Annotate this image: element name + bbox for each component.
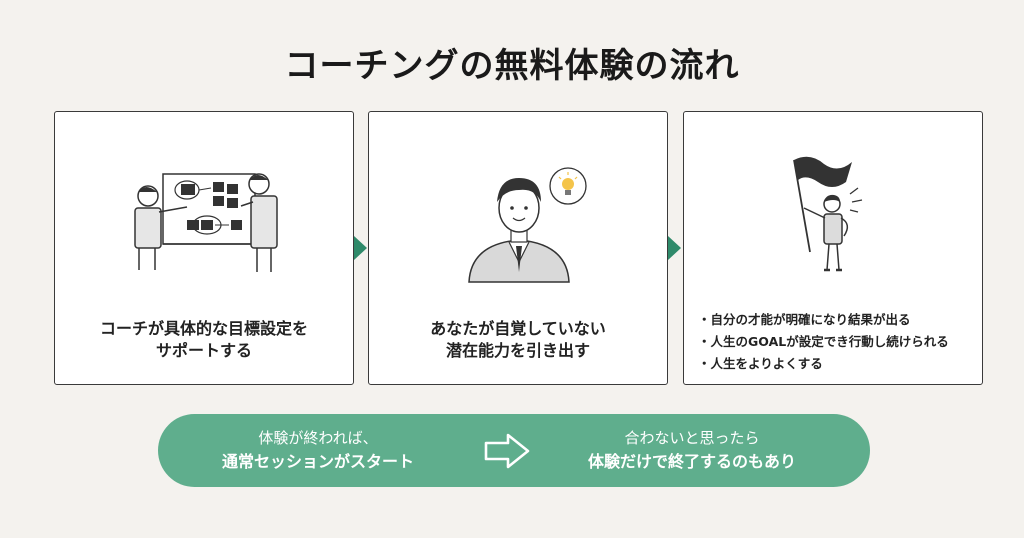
step-description-line: あなたが自覚していない — [430, 319, 606, 338]
step-arrow-icon — [668, 236, 681, 260]
step-description-line: コーチが具体的な目標設定を — [99, 319, 308, 338]
result-bullet-list: 自分の才能が明確になり結果が出る 人生のGOALが設定でき行動し続けられる 人生… — [698, 309, 949, 375]
banner-right-text: 合わないと思ったら 体験だけで終了するのもあり — [542, 427, 842, 473]
list-item: 人生をよりよくする — [698, 353, 949, 375]
banner-left-line1: 体験が終われば、 — [258, 429, 378, 447]
banner-right-line1: 合わないと思ったら — [624, 429, 760, 447]
list-item: 人生のGOALが設定でき行動し続けられる — [698, 331, 949, 353]
step-description: あなたが自覚していない 潜在能力を引き出す — [369, 318, 667, 362]
flag-person-illustration — [793, 156, 863, 272]
banner-left-line2: 通常セッションがスタート — [221, 452, 414, 471]
step-description-line: サポートする — [155, 341, 252, 360]
step-description: コーチが具体的な目標設定を サポートする — [55, 318, 353, 362]
step-arrow-icon — [354, 236, 367, 260]
page-title: コーチングの無料体験の流れ — [284, 46, 740, 86]
step-card-potential: あなたが自覚していない 潜在能力を引き出す — [368, 111, 668, 385]
step-description-line: 潜在能力を引き出す — [445, 341, 590, 360]
step-card-results: 自分の才能が明確になり結果が出る 人生のGOALが設定でき行動し続けられる 人生… — [683, 111, 983, 385]
next-step-banner: 体験が終われば、 通常セッションがスタート 合わないと思ったら 体験だけで終了す… — [158, 414, 870, 487]
right-arrow-icon — [484, 433, 530, 469]
coach-whiteboard-illustration — [134, 173, 278, 272]
list-item: 自分の才能が明確になり結果が出る — [698, 309, 949, 331]
banner-left-text: 体験が終われば、 通常セッションがスタート — [168, 427, 468, 473]
idea-person-illustration — [468, 167, 587, 283]
step-card-coaching: コーチが具体的な目標設定を サポートする — [54, 111, 354, 385]
banner-right-line2: 体験だけで終了するのもあり — [587, 452, 796, 471]
